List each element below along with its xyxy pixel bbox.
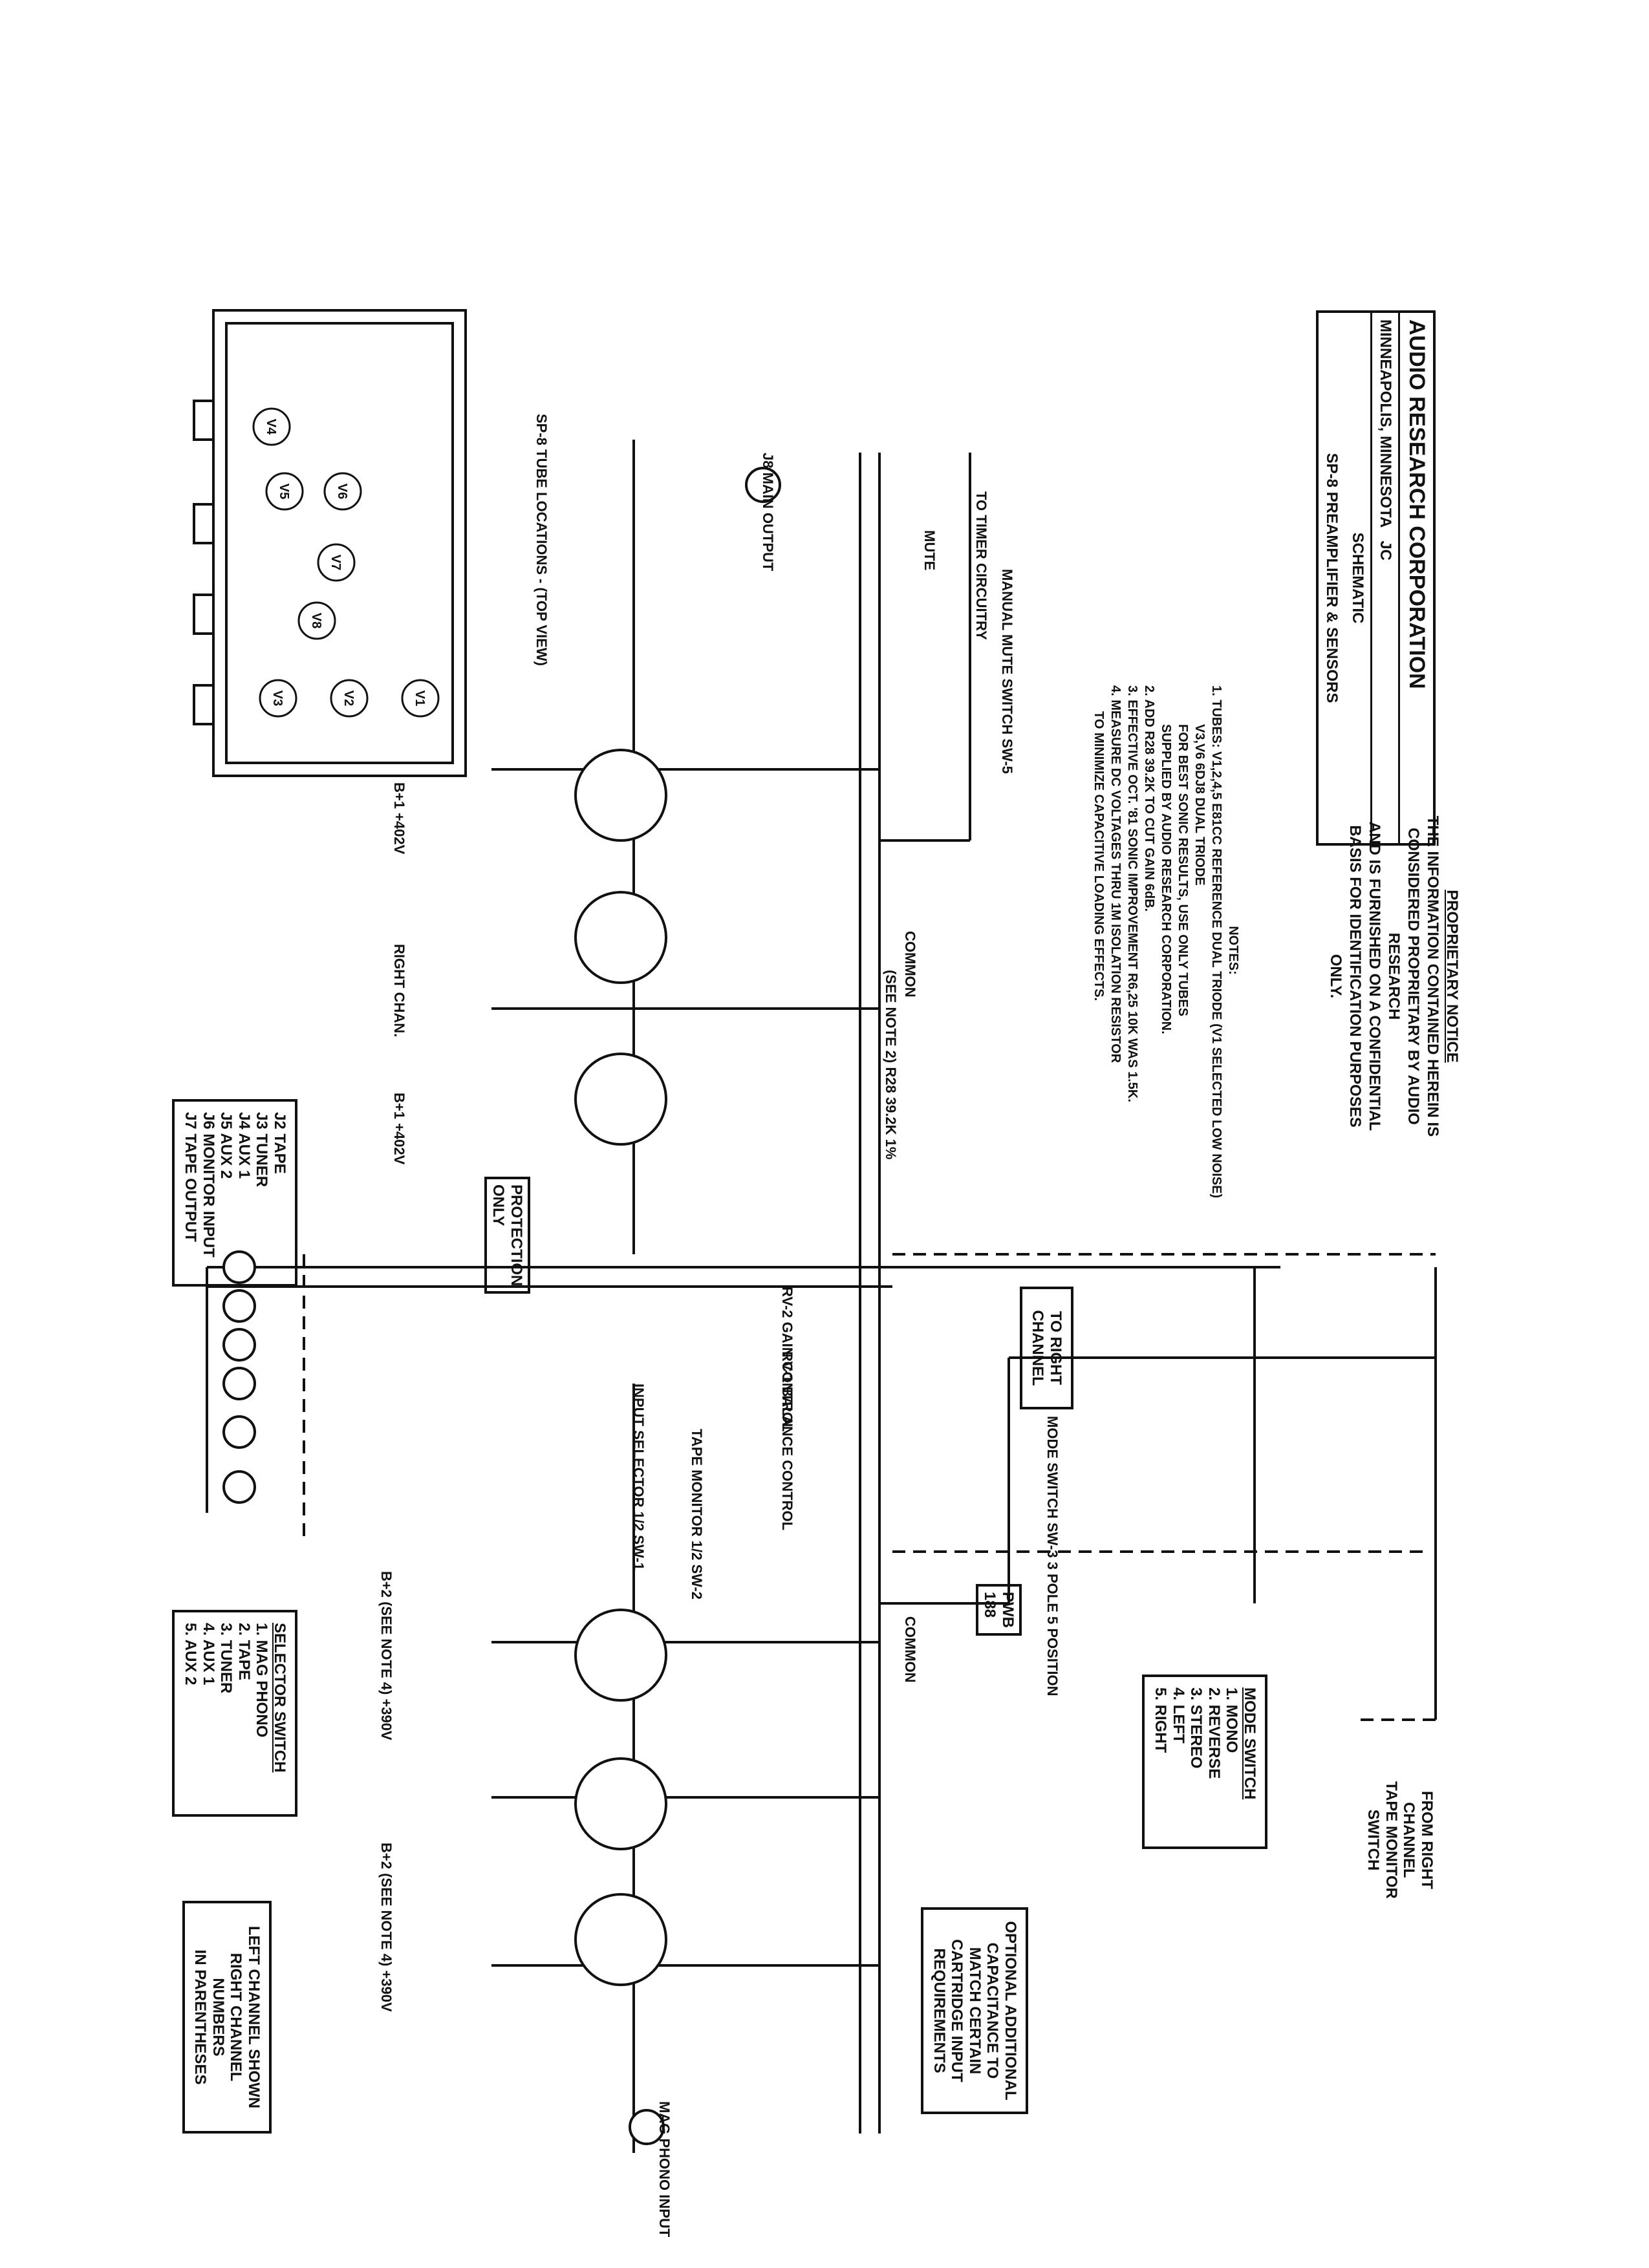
note-line: 4. MEASURE DC VOLTAGES THRU 1M ISOLATION…: [1108, 685, 1123, 1064]
selector-item: 4. AUX 1: [199, 1623, 217, 1685]
mute-label: MUTE: [921, 530, 938, 571]
left-channel-line: RIGHT CHANNEL NUMBERS: [209, 1952, 245, 2082]
proprietary-line: THE INFORMATION CONTAINED HEREIN IS: [1424, 815, 1441, 1137]
jack-legend-item: J5 AUX 2: [217, 1112, 235, 1179]
note-line: 2. ADD R28 39.2K TO CUT GAIN 6dB.: [1142, 685, 1156, 912]
b-plus-2-label-b: B+2 (SEE NOTE 4) +390V: [378, 1843, 394, 2012]
proprietary-line: AND IS FURNISHED ON A CONFIDENTIAL: [1366, 821, 1383, 1131]
mode-heading: MODE SWITCH: [1241, 1687, 1258, 1800]
jack-legend-item: J7 TAPE OUTPUT: [182, 1112, 200, 1242]
optional-line: REQUIREMENTS: [930, 1948, 948, 2073]
jack-legend-item: J4 AUX 1: [235, 1112, 253, 1179]
mag-phono-label: MAG PHONO INPUT: [656, 2101, 673, 2238]
common-label-lower: COMMON: [902, 1616, 918, 1683]
note-line: FOR BEST SONIC RESULTS, USE ONLY TUBES: [1176, 724, 1190, 1016]
mode-item: 1. MONO: [1223, 1687, 1241, 1753]
drawn-by: JC: [1377, 540, 1394, 561]
note-line: SUPPLIED BY AUDIO RESEARCH CORPORATION.: [1159, 724, 1173, 1034]
gain-control-label: RV-2 GAIN CONTROL: [779, 1287, 795, 1432]
to-right-line: CHANNEL: [1029, 1310, 1047, 1386]
drawing-title-1: SCHEMATIC: [1349, 532, 1366, 624]
proprietary-heading: PROPRIETARY NOTICE: [1443, 890, 1461, 1063]
b-plus-1-label-b: B+1 +402V: [391, 1093, 407, 1165]
b-plus-1-label-a: B+1 +402V: [391, 782, 407, 855]
svg-text:V3: V3: [270, 690, 285, 706]
input-selector-label: INPUT SELECTOR 1/2 SW-1: [630, 1384, 647, 1570]
proprietary-line: BASIS FOR IDENTIFICATION PURPOSES ONLY.: [1327, 825, 1364, 1128]
company-name: AUDIO RESEARCH CORPORATION: [1405, 319, 1429, 689]
left-channel-line: IN PARENTHESES: [191, 1949, 210, 2085]
svg-text:V7: V7: [329, 555, 343, 570]
manual-mute-label: MANUAL MUTE SWITCH SW-5: [999, 569, 1015, 774]
svg-text:V1: V1: [413, 690, 427, 706]
notes-heading: NOTES:: [1226, 926, 1240, 975]
mode-item: 3. STEREO: [1187, 1687, 1205, 1769]
note-line: 3. EFFECTIVE OCT. '81 SONIC IMPROVEMENT …: [1125, 685, 1139, 1102]
svg-text:V4: V4: [264, 419, 278, 435]
from-right-line: TAPE MONITOR: [1382, 1781, 1400, 1899]
proprietary-line: CONSIDERED PROPRIETARY BY AUDIO RESEARCH: [1385, 828, 1422, 1125]
selector-item: 3. TUNER: [217, 1623, 235, 1694]
svg-text:V8: V8: [309, 613, 323, 628]
jack-legend-item: J3 TUNER: [253, 1112, 271, 1188]
optional-line: OPTIONAL ADDITIONAL: [1002, 1921, 1019, 2101]
b-plus-2-label-a: B+2 (SEE NOTE 4) +390V: [378, 1571, 394, 1740]
mode-item: 4. LEFT: [1169, 1687, 1187, 1744]
note-line: 1. TUBES: V1,2,4,5 E81CC REFERENCE DUAL …: [1209, 685, 1223, 1199]
right-chan-label: RIGHT CHAN.: [391, 944, 407, 1038]
tape-monitor-label: TAPE MONITOR 1/2 SW-2: [689, 1429, 705, 1599]
main-output-label: J8 MAIN OUTPUT: [760, 453, 776, 572]
from-right-line: CHANNEL: [1400, 1802, 1418, 1878]
selector-item: 1. MAG PHONO: [253, 1623, 271, 1738]
tube-location-caption: SP-8 TUBE LOCATIONS - (TOP VIEW): [534, 414, 550, 666]
optional-line: CARTRIDGE INPUT: [948, 1939, 966, 2082]
note-2-label: (SEE NOTE 2) R28 39.2K 1%: [883, 970, 899, 1160]
svg-text:V6: V6: [335, 484, 349, 499]
mode-switch-label: MODE SWITCH SW-3 3 POLE 5 POSITION: [1044, 1416, 1061, 1696]
from-right-line: FROM RIGHT: [1418, 1791, 1436, 1889]
svg-text:V5: V5: [277, 484, 291, 499]
optional-line: MATCH CERTAIN: [965, 1947, 984, 2075]
company-city: MINNEAPOLIS, MINNESOTA: [1377, 319, 1394, 528]
timer-label: TO TIMER CIRCUITRY: [973, 491, 989, 640]
optional-line: CAPACITANCE TO: [984, 1942, 1002, 2079]
to-right-line: TO RIGHT: [1047, 1311, 1064, 1385]
svg-text:V2: V2: [341, 690, 356, 706]
selector-item: 5. AUX 2: [182, 1623, 200, 1685]
jack-legend-item: J6 MONITOR INPUT: [199, 1112, 217, 1257]
note-line: TO MINIMIZE CAPACITIVE LOADING EFFECTS.: [1092, 711, 1106, 1001]
drawing-title-2: SP-8 PREAMPLIFIER & SENSORS: [1323, 453, 1341, 703]
note-line: V3,V6 6DJ8 DUAL TRIODE: [1192, 724, 1207, 886]
from-right-line: SWITCH: [1364, 1809, 1383, 1871]
mode-item: 5. RIGHT: [1152, 1687, 1170, 1753]
selector-item: 2. TAPE: [235, 1623, 253, 1680]
common-label-upper: COMMON: [902, 931, 918, 998]
selector-heading: SELECTOR SWITCH: [271, 1623, 288, 1773]
mode-item: 2. REVERSE: [1205, 1687, 1223, 1779]
left-channel-line: LEFT CHANNEL SHOWN: [245, 1925, 263, 2109]
jack-legend-item: J2 TAPE: [271, 1112, 288, 1174]
